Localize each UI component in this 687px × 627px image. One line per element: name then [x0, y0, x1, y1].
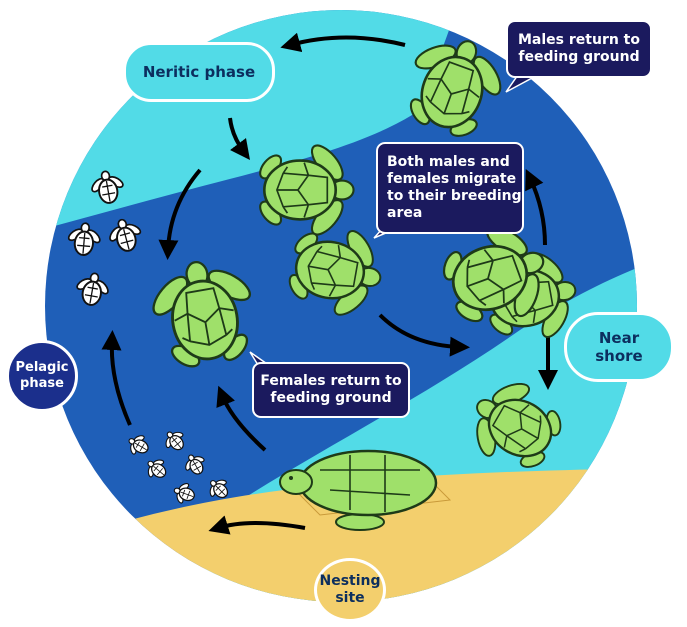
males-return-callout: Males return tofeeding ground [506, 20, 652, 78]
neritic-phase-label: Neritic phase [123, 42, 275, 102]
migrate-callout: Both males andfemales migrate to their b… [376, 142, 524, 234]
females-return-callout: Females return tofeeding ground [252, 362, 410, 418]
pelagic-phase-label: Pelagicphase [6, 340, 78, 412]
nesting-site-label: Nestingsite [314, 558, 386, 622]
near-shore-label: Nearshore [564, 312, 674, 382]
